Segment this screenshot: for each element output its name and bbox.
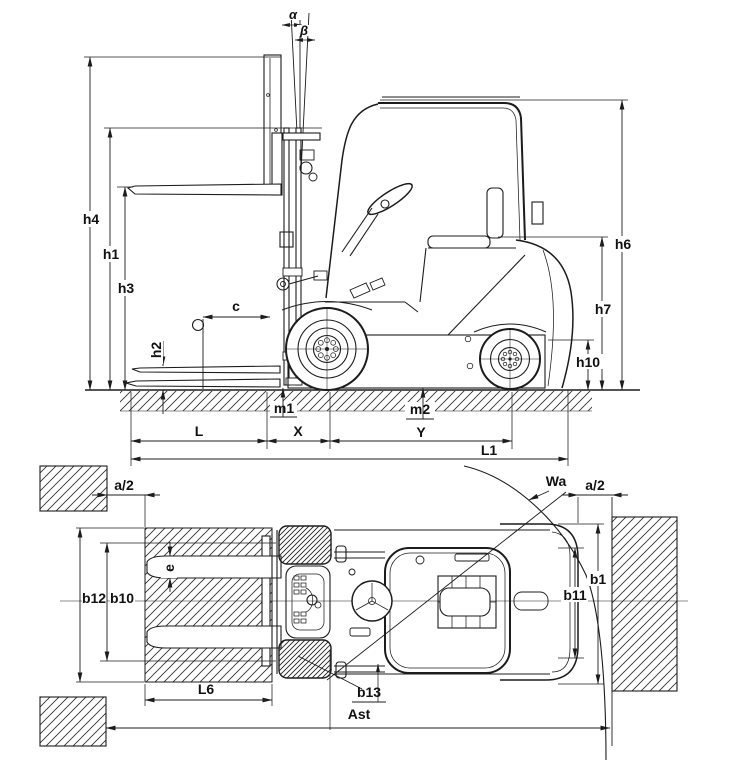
dim-label-b13: b13 [357,684,381,700]
dim-label-L6: L6 [198,681,215,697]
dim-b1: b1 [558,523,609,685]
dim-b11: b11 [558,547,588,659]
fork-raised [126,183,282,196]
dim-b12: b12 [76,527,144,683]
truck-plan [271,523,579,681]
front-fender [281,300,373,311]
dim-label-b10: b10 [110,590,134,606]
mast-assembly [125,54,328,388]
dim-L6: L6 [144,681,273,706]
dim-label-wa: Wa [546,473,567,489]
dim-lengths: L X Y L1 [130,390,569,466]
dim-h1: h1 [97,127,322,391]
counterweight [515,239,574,389]
truck-body-side [287,96,574,389]
dim-h6: h6 [380,99,636,391]
dim-h2: h2 [147,337,166,414]
dim-label-h4: h4 [83,211,100,227]
dim-label-beta: β [299,23,308,38]
dim-label-b11: b11 [563,587,587,603]
dim-wa: Wa [528,473,567,501]
load-block [144,527,282,683]
dim-h10: h10 [548,339,605,391]
fork-lowered [131,365,281,374]
dim-label-e: e [161,564,177,572]
dim-label-h2: h2 [148,342,164,359]
dim-label-c: c [232,298,240,314]
dim-m1: m1 [270,387,297,418]
dim-a2-right: a/2 [562,477,628,523]
front-wheel [285,307,369,391]
dim-m2: m2 [405,387,435,420]
dim-label-m1: m1 [274,400,294,416]
dim-label-L1: L1 [481,442,498,458]
dim-label-h6: h6 [615,236,632,252]
fork-bottom-plan [146,625,282,649]
dim-b13: b13 [329,650,386,730]
dim-label-a2-left: a/2 [114,477,134,493]
wall-upper-left [39,465,108,512]
dim-label-X: X [293,423,303,439]
dim-h3: h3 [112,186,139,391]
seat-back [486,187,504,239]
dim-label-m2: m2 [410,401,430,417]
dim-label-h7: h7 [595,301,612,317]
dim-label-a2-right: a/2 [585,477,605,493]
ground [85,389,640,412]
dim-ast: Ast [105,706,611,731]
dim-b10: b10 [100,542,276,662]
dim-label-alpha: α [289,7,298,22]
dim-c: c [191,298,271,389]
turning-arc [463,465,607,760]
overhead-guard-side [378,102,526,241]
seat-plan [439,587,491,617]
dim-a2-left: a/2 [92,477,160,527]
rear-fender [473,323,547,333]
dim-label-h3: h3 [118,280,135,296]
front-tire-right [278,639,332,679]
wall-lower-left [39,696,107,747]
aisle-walls [39,465,678,747]
dim-e: e [161,542,177,592]
dim-label-Y: Y [416,424,426,440]
dim-h4: h4 [77,56,281,391]
rear-wheel [479,328,541,390]
dim-label-b12: b12 [82,590,106,606]
seat-cushion [427,235,491,249]
dim-label-b1: b1 [590,571,607,587]
dim-label-h10: h10 [576,354,600,370]
dim-label-h1: h1 [103,246,120,262]
steering-wheel-side [367,182,413,216]
load-centre-hook [191,318,205,332]
front-tire-left [278,525,332,565]
dim-label-L: L [195,423,204,439]
side-view: α β [77,7,640,466]
plan-view: e [39,465,688,760]
dim-label-ast: Ast [348,706,371,722]
wall-right [611,516,678,692]
